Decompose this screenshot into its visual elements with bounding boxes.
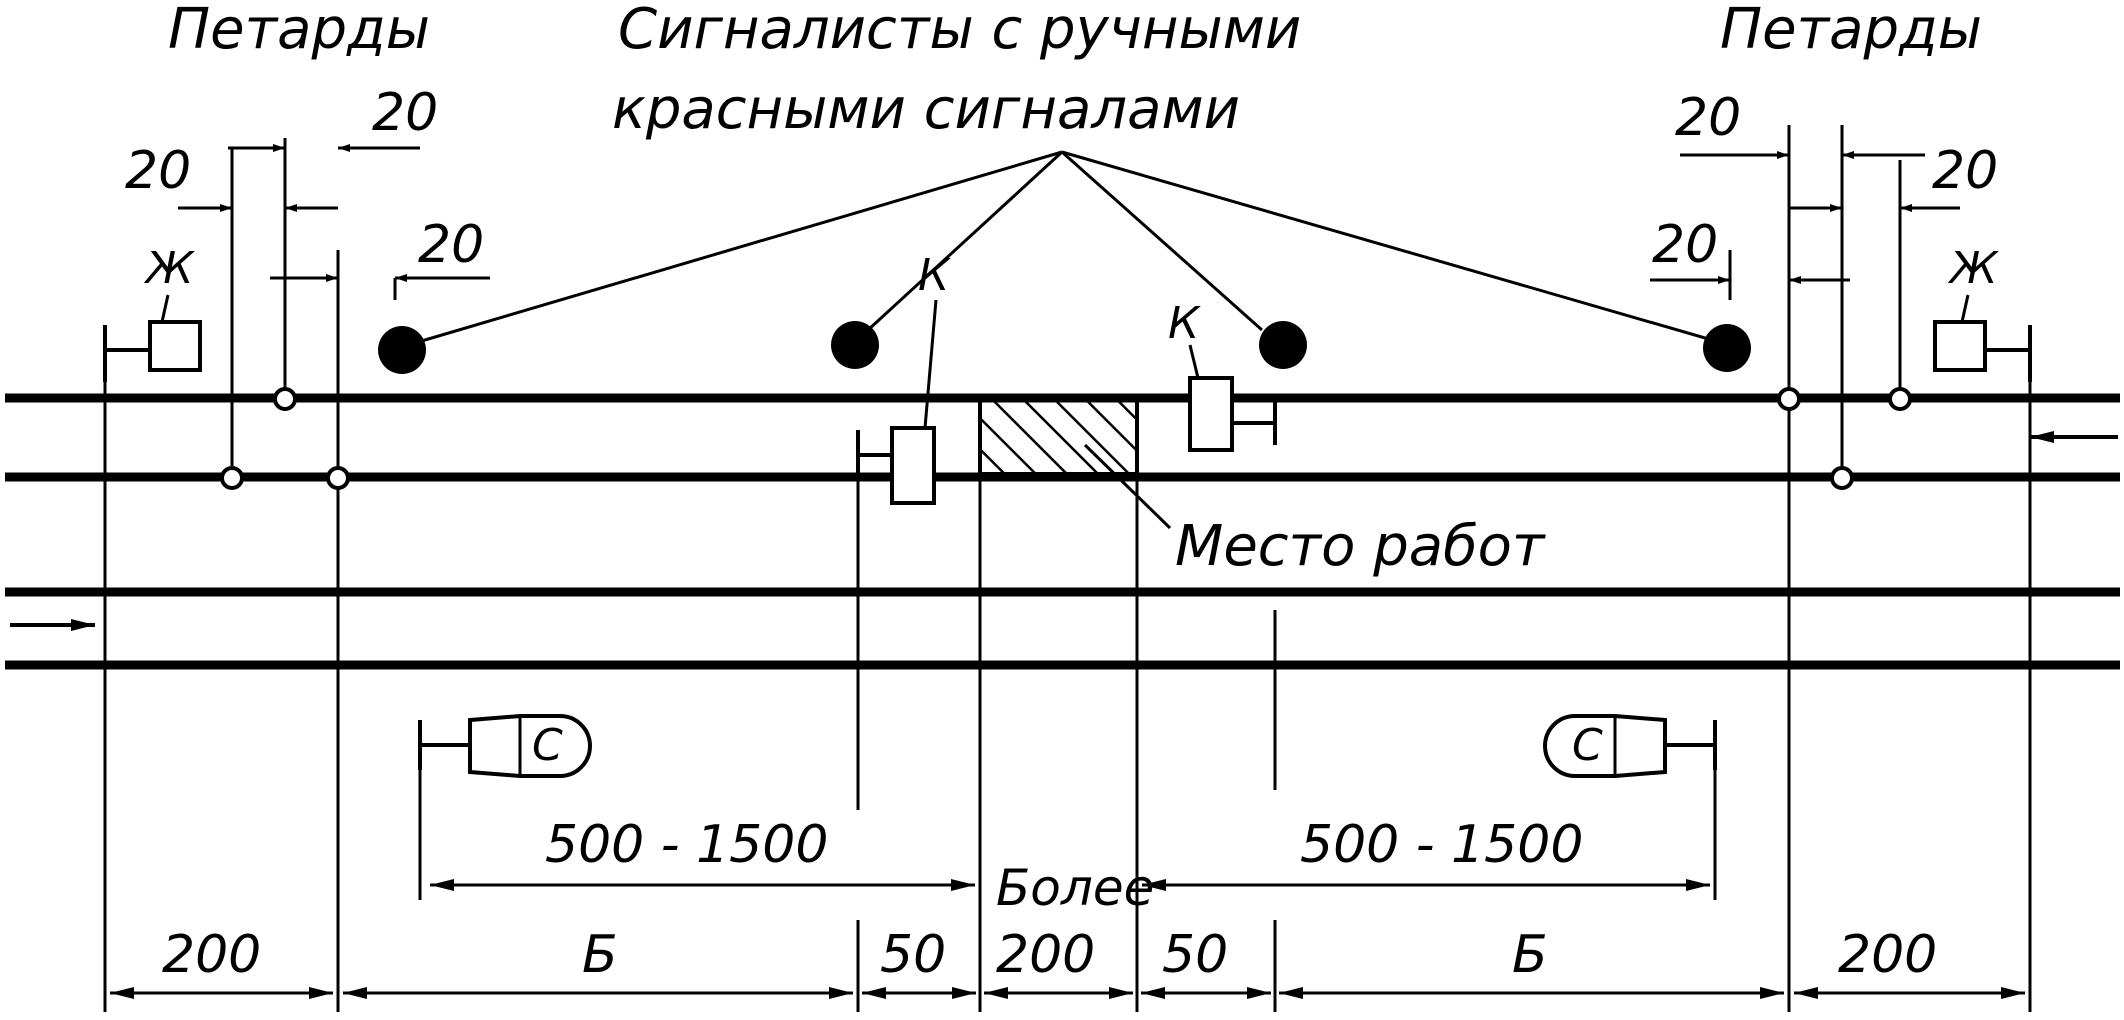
red-signal-left-letter: К	[918, 250, 951, 301]
yellow-signal-right: Ж	[1933, 243, 2032, 382]
petard-right-c	[1830, 466, 1854, 490]
petard-right-b	[1888, 387, 1912, 411]
range-dim-left: 500 - 1500	[418, 770, 975, 900]
petard-gap-mid-left: 20	[125, 141, 191, 201]
petard-gap-mid-right: 20	[1932, 141, 1998, 201]
red-signal-right: К	[1168, 298, 1277, 452]
range-right-label: 500 - 1500	[1300, 815, 1583, 875]
petard-right-a	[1777, 387, 1801, 411]
bottom-dimension-chain: 200 Б 50 200 50 Б 200	[110, 925, 2025, 999]
petard-left-c	[326, 466, 350, 490]
worksite-label: Место работ	[1175, 514, 1546, 579]
petard-gap-top-left: 20	[372, 83, 438, 143]
petards-left-label: Петарды	[168, 0, 430, 62]
signalman-right-outer	[1703, 324, 1751, 372]
seg-b-left: Б	[582, 925, 618, 985]
signalman-left-inner	[831, 321, 879, 369]
signalmen-label-line1: Сигналисты с ручными	[618, 0, 1301, 62]
petard-gap-low-left: 20	[418, 215, 484, 275]
stop-sign-left: С	[418, 714, 592, 778]
petard-left-a	[220, 466, 244, 490]
petard-gap-low-right: 20	[1652, 215, 1718, 275]
signalman-left-outer	[378, 326, 426, 374]
stop-sign-right: С	[1543, 714, 1717, 778]
petard-dims-left: 20 20 20	[125, 83, 490, 300]
stop-sign-left-letter: С	[532, 720, 563, 771]
range-dim-right: 500 - 1500	[1142, 770, 1717, 900]
petards-left	[220, 138, 350, 490]
signalman-right-inner	[1259, 321, 1307, 369]
petard-left-b	[273, 387, 297, 411]
petards-right	[1777, 130, 1912, 490]
petards-right-label: Петарды	[1720, 0, 1982, 62]
yellow-signal-left-letter: Ж	[143, 243, 195, 294]
more-than-label: Более	[996, 859, 1154, 917]
red-signal-right-letter: К	[1168, 298, 1201, 349]
seg-200-left: 200	[162, 925, 261, 985]
range-left-label: 500 - 1500	[545, 815, 828, 875]
worksite-area: Место работ	[978, 398, 1546, 579]
seg-200-right: 200	[1838, 925, 1937, 985]
stop-sign-right-letter: С	[1572, 720, 1603, 771]
seg-50-right: 50	[1162, 925, 1228, 985]
petard-dims-right: 20 20 20	[1650, 88, 1998, 300]
petard-gap-top-right: 20	[1675, 88, 1741, 148]
yellow-signal-left: Ж	[103, 243, 202, 382]
red-signal-left: К	[856, 250, 951, 505]
signalmen-label-line2: красными сигналами	[612, 77, 1240, 142]
reference-lines	[103, 250, 2032, 1012]
yellow-signal-right-letter: Ж	[1947, 243, 1999, 294]
seg-b-right: Б	[1512, 925, 1548, 985]
signalmen-leaders	[407, 150, 1713, 347]
seg-200-center: 200	[996, 925, 1095, 985]
seg-50-left: 50	[880, 925, 946, 985]
